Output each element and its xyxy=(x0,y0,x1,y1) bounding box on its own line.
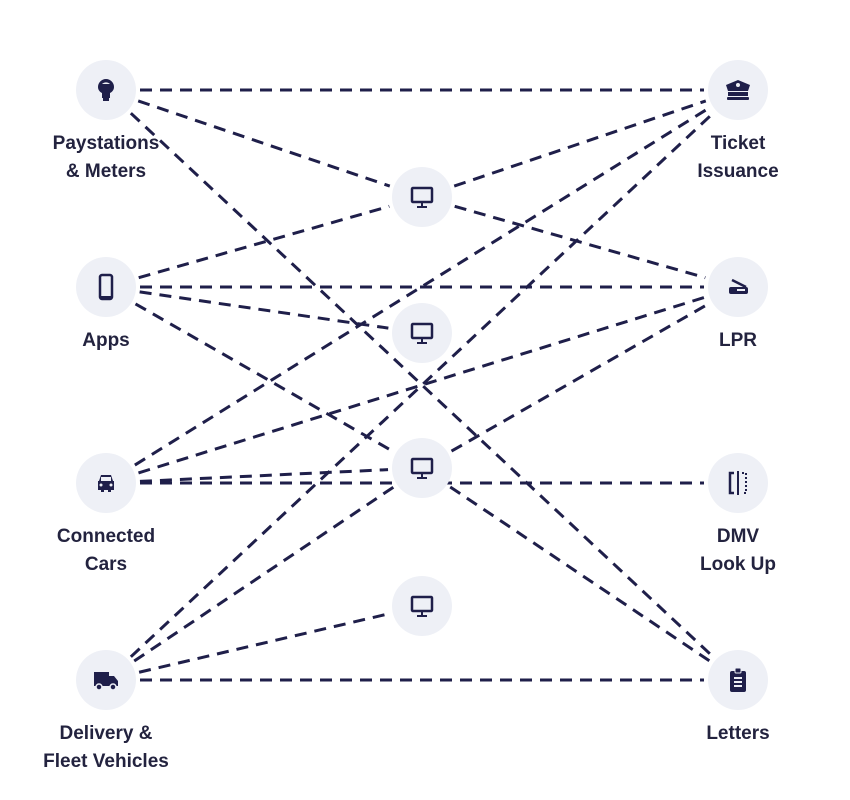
monitor-icon xyxy=(410,322,434,344)
node-cars xyxy=(76,453,136,513)
edge-m3-lpr xyxy=(450,302,710,453)
label-line: LPR xyxy=(719,330,757,351)
node-label-fleet: Delivery & Fleet Vehicles xyxy=(43,720,169,776)
node-apps xyxy=(76,257,136,317)
label-line: Delivery & xyxy=(59,723,153,744)
label-line: Ticket xyxy=(710,133,766,154)
node-label-letters: Letters xyxy=(706,720,769,748)
node-dmv xyxy=(708,453,768,513)
edge-fleet-m3 xyxy=(133,485,395,663)
label-line: Letters xyxy=(706,723,770,744)
edge-fleet-ticket xyxy=(129,112,715,658)
node-label-dmv: DMV Look Up xyxy=(700,523,776,579)
police-cap-icon xyxy=(726,80,750,100)
edge-apps-m3 xyxy=(134,302,394,453)
edge-fleet-m4 xyxy=(138,612,390,674)
label-line: Paystations xyxy=(52,133,160,154)
node-m1 xyxy=(392,167,452,227)
clipboard-icon xyxy=(730,667,746,692)
node-lpr xyxy=(708,257,768,317)
label-line: DMV xyxy=(716,526,760,547)
node-m3 xyxy=(392,438,452,498)
node-letters xyxy=(708,650,768,710)
monitor-icon xyxy=(410,457,434,479)
monitor-icon xyxy=(410,186,434,208)
parking-meter-icon xyxy=(98,79,114,101)
node-pay xyxy=(76,60,136,120)
node-m2 xyxy=(392,303,452,363)
node-label-apps: Apps xyxy=(82,327,130,355)
label-line: Apps xyxy=(82,330,130,351)
edge-cars-m3 xyxy=(139,468,389,483)
node-label-pay: Paystations & Meters xyxy=(53,130,160,186)
edge-apps-m1 xyxy=(138,204,390,280)
truck-icon xyxy=(94,672,118,691)
edge-pay-letters xyxy=(129,112,715,658)
monitor-icon xyxy=(410,595,434,617)
label-line: Connected xyxy=(56,526,156,547)
edge-cars-ticket xyxy=(134,106,710,467)
smartphone-icon xyxy=(98,273,114,301)
node-label-lpr: LPR xyxy=(719,327,757,355)
lpr-camera-icon xyxy=(729,278,748,294)
node-ticket xyxy=(708,60,768,120)
label-line: & Meters xyxy=(65,161,147,182)
label-line: Fleet Vehicles xyxy=(43,751,169,772)
label-line: Cars xyxy=(84,554,128,575)
edge-pay-m1 xyxy=(137,99,391,188)
label-line: Look Up xyxy=(700,554,776,575)
edge-apps-m2 xyxy=(139,290,389,330)
node-m4 xyxy=(392,576,452,636)
edge-m1-ticket xyxy=(453,99,707,188)
dmv-lookup-icon xyxy=(728,471,747,495)
edge-m3-letters xyxy=(449,485,711,663)
label-line: Issuance xyxy=(697,161,779,182)
node-fleet xyxy=(76,650,136,710)
car-icon xyxy=(98,475,114,492)
edge-m1-lpr xyxy=(454,204,706,280)
